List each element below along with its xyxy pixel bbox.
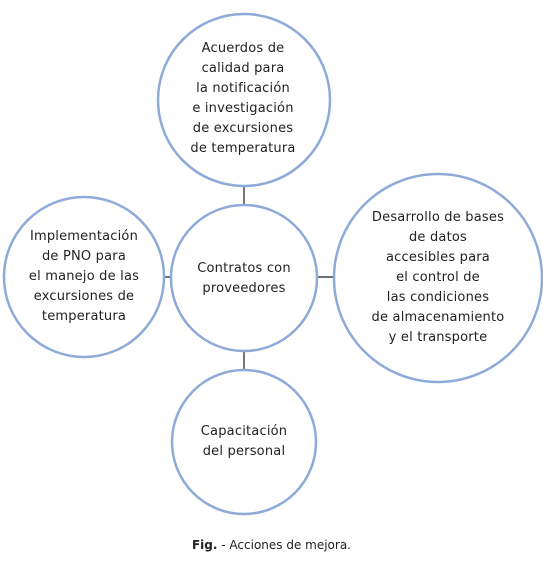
node-label-top: Acuerdos de calidad para la notificación… bbox=[190, 41, 296, 156]
node-circle-center bbox=[169, 203, 319, 353]
figure-caption-text: - Acciones de mejora. bbox=[217, 538, 351, 552]
node-circle-bottom bbox=[170, 368, 318, 516]
figure-caption: Fig. - Acciones de mejora. bbox=[0, 538, 543, 552]
node-circle-top bbox=[156, 12, 332, 188]
node-label-center: Contratos con proveedores bbox=[197, 261, 291, 296]
node-label-bottom: Capacitación del personal bbox=[200, 424, 288, 459]
figure-caption-label: Fig. bbox=[191, 538, 218, 552]
node-circle-left bbox=[2, 195, 166, 359]
node-label-right: Desarrollo de bases de datos accesibles … bbox=[371, 210, 505, 345]
node-label-left: Implementación de PNO para el manejo de … bbox=[28, 229, 140, 324]
node-circle-right bbox=[332, 172, 543, 384]
